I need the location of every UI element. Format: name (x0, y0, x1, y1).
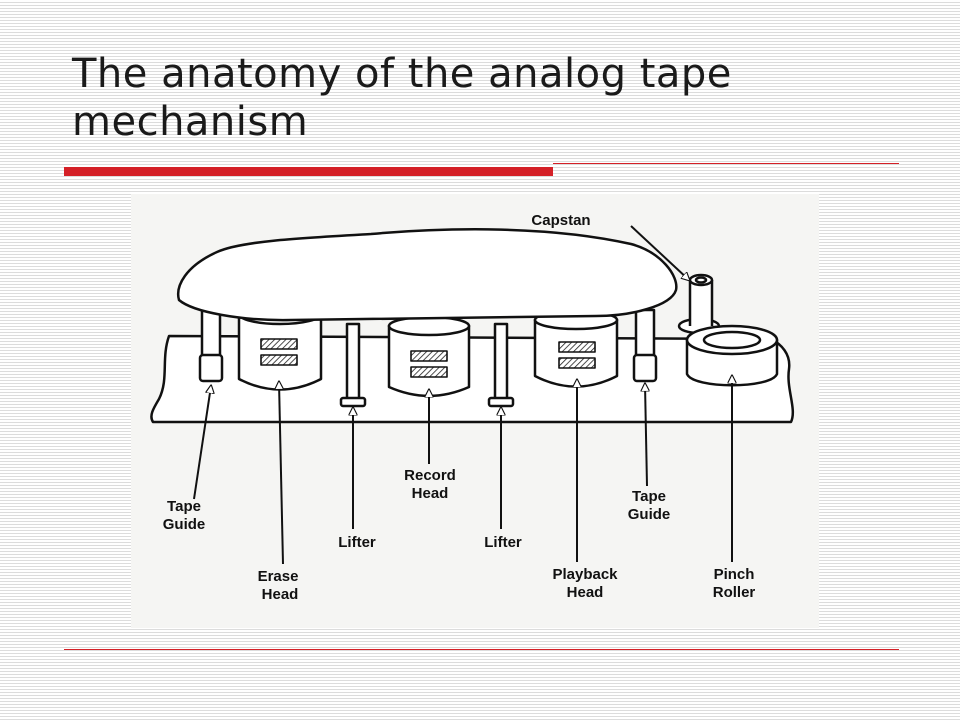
label-erase-head-1: Erase (258, 568, 299, 585)
arrow-tape-guide-left (193, 386, 211, 500)
pinch-roller (685, 324, 779, 387)
title-underline-thin (553, 163, 899, 164)
label-tape-guide-right-1: Tape (632, 488, 666, 505)
label-playback-head-2: Head (567, 584, 604, 601)
label-pinch-roller-2: Roller (713, 584, 756, 601)
title-underline-thick (64, 167, 553, 176)
arrow-tape-guide-right (645, 384, 647, 487)
label-record-head-2: Head (412, 485, 449, 502)
lifter-right-post (487, 322, 515, 408)
label-lifter-right: Lifter (484, 534, 522, 551)
playback-head (533, 309, 619, 388)
label-tape-guide-left-1: Tape (167, 498, 201, 515)
arrow-capstan (630, 225, 689, 280)
label-tape-guide-left-2: Guide (163, 516, 206, 533)
label-capstan: Capstan (531, 212, 590, 229)
slide-title: The anatomy of the analog tape mechanism (72, 51, 732, 145)
label-record-head-1: Record (404, 467, 456, 484)
label-playback-head-1: Playback (552, 566, 618, 583)
tape-mechanism-diagram: Capstan Tape Guide Erase Head Lifter Rec… (131, 194, 819, 628)
lifter-left-post (339, 322, 367, 408)
label-lifter-left: Lifter (338, 534, 376, 551)
tape-guide-right-post (632, 308, 658, 383)
label-erase-head-2: Head (262, 586, 299, 603)
label-pinch-roller-1: Pinch (714, 566, 755, 583)
diagram-svg: Capstan Tape Guide Erase Head Lifter Rec… (150, 212, 795, 603)
top-plate (176, 228, 678, 322)
record-head (387, 315, 471, 398)
capstan (677, 273, 721, 335)
arrow-erase-head (279, 382, 284, 565)
label-tape-guide-right-2: Guide (628, 506, 671, 523)
footer-divider (64, 649, 899, 650)
tape-guide-left-post (198, 308, 224, 383)
